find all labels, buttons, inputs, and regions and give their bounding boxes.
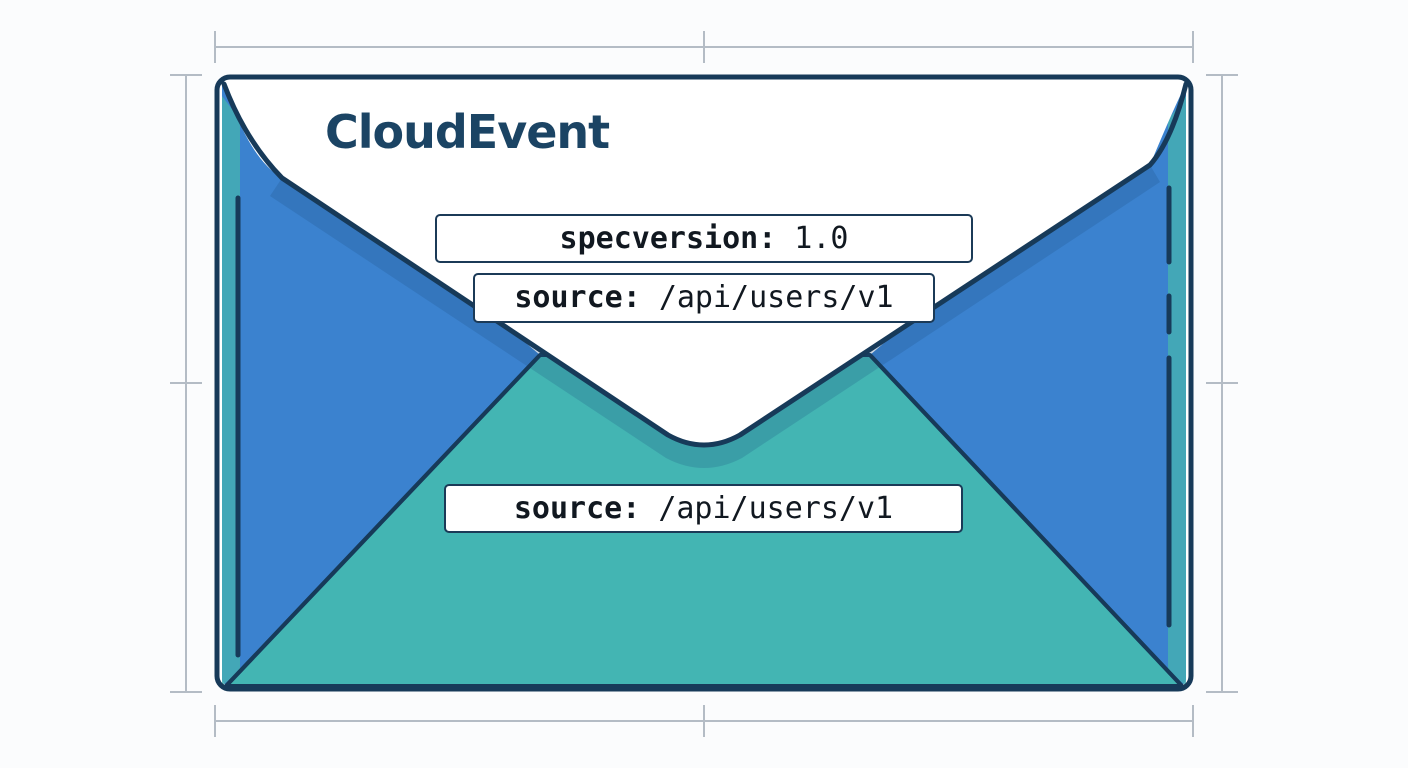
top-flap <box>222 84 1186 445</box>
top-flap-outline <box>221 81 1189 448</box>
right-edge-strip <box>1168 96 1186 686</box>
specversion-key: specversion <box>559 220 759 256</box>
source-separator: : <box>622 490 641 526</box>
source-key: source <box>514 280 623 315</box>
envelope-outline <box>214 74 1194 692</box>
left-crease-line <box>224 353 542 688</box>
envelope-title: CloudEvent <box>325 105 610 159</box>
source-value: /api/users/v1 <box>658 280 894 315</box>
source-field-top: source: /api/users/v1 <box>473 273 935 323</box>
source-field-bottom: source: /api/users/v1 <box>444 484 963 533</box>
dimension-lines <box>170 31 1238 737</box>
left-flap <box>222 85 540 686</box>
right-crease-line <box>868 353 1184 688</box>
source-value: /api/users/v1 <box>658 490 894 526</box>
specversion-value: 1.0 <box>794 220 849 256</box>
source-key: source <box>513 490 623 526</box>
right-flap <box>870 85 1186 686</box>
source-separator: : <box>622 280 641 315</box>
side-marks <box>235 185 1172 658</box>
specversion-separator: : <box>758 220 777 256</box>
specversion-field: specversion:1.0 <box>435 214 973 263</box>
